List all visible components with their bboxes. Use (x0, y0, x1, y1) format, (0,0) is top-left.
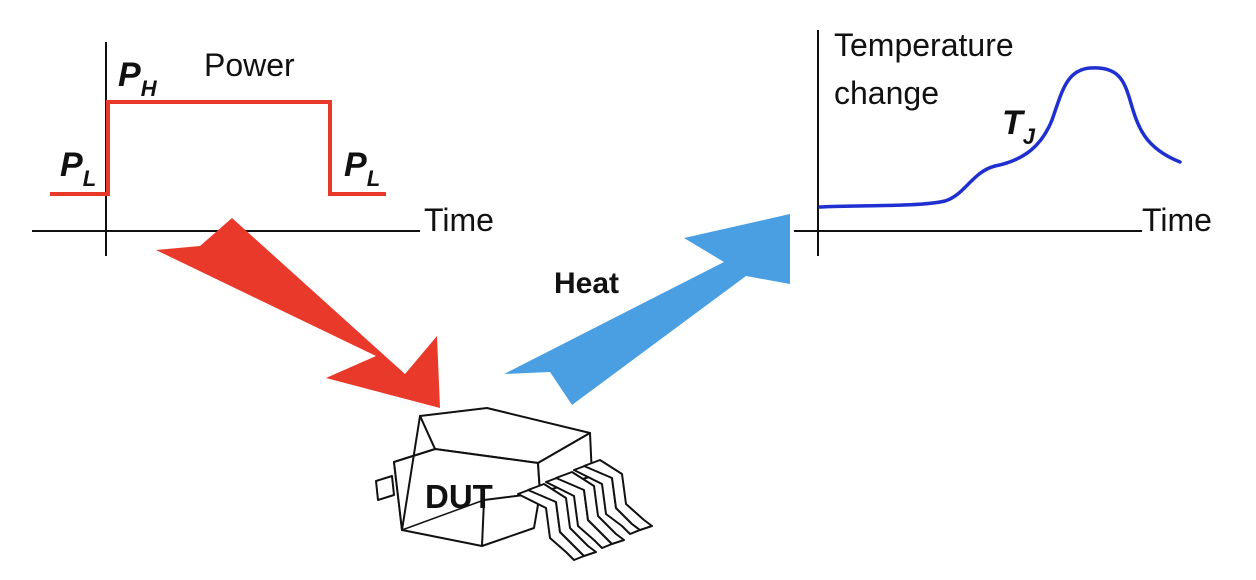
power-input-arrow (156, 218, 440, 408)
power-low-right-label: PL (344, 146, 380, 191)
junction-temperature-curve (818, 66, 1182, 209)
temperature-graph-x-axis-label: Time (1142, 202, 1212, 238)
heat-label: Heat (554, 267, 619, 300)
dut-lead-1 (517, 483, 597, 561)
power-graph-title: Power (204, 47, 295, 83)
heat-output-arrow (504, 214, 790, 405)
power-high-label: PH (118, 56, 158, 101)
power-low-left-label: PL (60, 146, 96, 191)
power-pulse-line (50, 100, 386, 196)
dut-lead-2 (545, 471, 625, 549)
temperature-graph: Temperature change TJ Time (794, 27, 1212, 256)
power-graph: Power PH PL PL Time (32, 42, 494, 256)
dut-lead-3 (573, 459, 653, 535)
dut-label: DUT (425, 478, 493, 515)
temperature-graph-title-line2: change (834, 75, 939, 111)
dut-device: DUT (375, 407, 653, 561)
junction-temperature-label: TJ (1002, 104, 1036, 149)
power-graph-x-axis-label: Time (424, 202, 494, 238)
temperature-graph-title-line1: Temperature (834, 27, 1014, 63)
dut-package-body (375, 407, 593, 547)
